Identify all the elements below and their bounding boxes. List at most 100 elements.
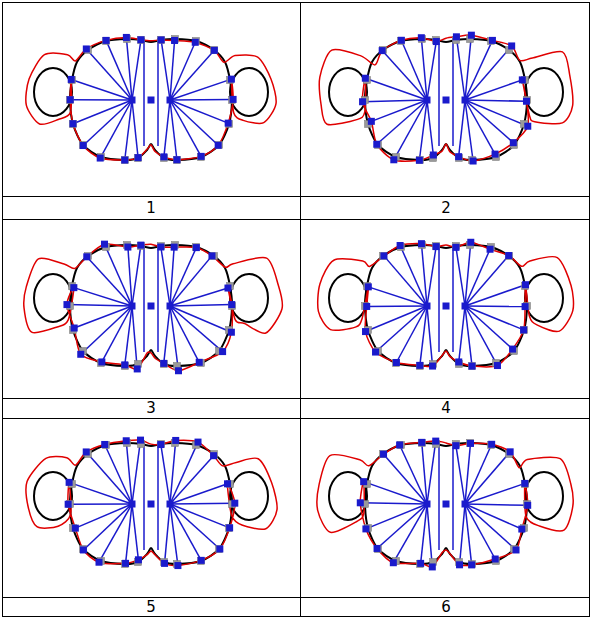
- contour-point: [228, 76, 235, 83]
- radial-line: [74, 288, 132, 306]
- model-point: [226, 121, 233, 128]
- process-ellipse: [34, 68, 72, 116]
- contour-point: [453, 33, 460, 40]
- radial-line: [465, 483, 525, 504]
- contour-point: [157, 243, 164, 250]
- radial-line: [170, 42, 195, 100]
- contour-point: [469, 363, 476, 370]
- radial-line: [465, 306, 472, 366]
- contour-point: [70, 284, 77, 291]
- contour-point: [173, 156, 180, 163]
- contour-point: [510, 139, 517, 146]
- radial-line: [170, 100, 177, 160]
- contour-point: [158, 36, 165, 43]
- radial-line: [170, 504, 178, 566]
- radial-line: [438, 244, 440, 352]
- vertebra-figure: [26, 437, 277, 569]
- radial-line: [164, 100, 170, 157]
- center-point: [167, 97, 174, 104]
- model-point: [158, 441, 165, 448]
- center-point: [462, 303, 469, 310]
- contour-point: [368, 118, 375, 125]
- radial-line: [459, 306, 465, 362]
- radial-line: [364, 482, 427, 504]
- model-point: [103, 38, 110, 45]
- detected-contour: [26, 37, 276, 160]
- table-rule: [3, 398, 590, 399]
- radial-line: [157, 244, 159, 352]
- contour-point: [360, 478, 367, 485]
- radial-line: [71, 79, 132, 100]
- contour-point: [124, 244, 131, 251]
- model-point: [67, 97, 74, 104]
- vertebra-figure: [318, 239, 574, 370]
- contour-point: [429, 363, 436, 370]
- radial-line: [170, 288, 228, 306]
- radial-line: [465, 444, 492, 504]
- radial-line: [465, 100, 528, 126]
- contour-point: [72, 525, 79, 532]
- contour-point: [357, 499, 364, 506]
- contour-point: [80, 142, 87, 149]
- radial-line: [427, 306, 433, 366]
- radial-line: [459, 100, 465, 157]
- contour-point: [418, 34, 425, 41]
- radial-line: [170, 306, 223, 352]
- contour-point: [452, 244, 459, 251]
- center-point: [443, 97, 450, 104]
- contour-point: [520, 326, 527, 333]
- radial-line: [105, 244, 132, 306]
- radial-line: [170, 100, 228, 123]
- model-point: [398, 38, 405, 45]
- detected-contour: [317, 441, 573, 567]
- detected-contour: [318, 242, 574, 367]
- model-point: [380, 47, 387, 54]
- contour-point: [488, 441, 495, 448]
- radial-line: [456, 247, 465, 306]
- radial-line: [377, 100, 427, 144]
- contour-point: [69, 120, 76, 127]
- model-point: [216, 546, 223, 553]
- table-rule: [3, 219, 590, 220]
- radial-line: [143, 442, 145, 550]
- process-ellipse: [230, 472, 268, 520]
- model-point: [506, 253, 513, 260]
- model-point: [419, 440, 426, 447]
- center-point: [443, 501, 450, 508]
- contour-point: [96, 559, 103, 566]
- contour-point: [523, 98, 530, 105]
- contour-point: [193, 244, 200, 251]
- radial-line: [419, 100, 427, 160]
- contour-point: [492, 151, 499, 158]
- contour-point: [101, 241, 108, 248]
- contour-point: [468, 561, 475, 568]
- table-border: [3, 3, 590, 617]
- contour-point: [66, 479, 73, 486]
- contour-point: [196, 359, 203, 366]
- center-point: [462, 97, 469, 104]
- radial-line: [105, 444, 132, 504]
- contour-point: [123, 437, 130, 444]
- model-point: [158, 243, 165, 250]
- contour-point: [225, 120, 232, 127]
- contour-point: [97, 155, 104, 162]
- contour-point: [380, 451, 387, 458]
- radial-line: [427, 247, 436, 306]
- contour-point: [362, 75, 369, 82]
- model-point: [174, 157, 181, 164]
- contour-point: [137, 437, 144, 444]
- radial-line: [452, 244, 454, 352]
- radial-line: [366, 504, 427, 529]
- contour-point: [160, 360, 167, 367]
- model-point: [138, 243, 145, 250]
- contour-point: [192, 39, 199, 46]
- radial-line: [132, 100, 138, 158]
- contour-point: [215, 142, 222, 149]
- contour-point: [432, 438, 439, 445]
- radial-line: [456, 37, 465, 100]
- contour-point: [396, 441, 403, 448]
- contour-point: [219, 348, 226, 355]
- process-ellipse: [329, 274, 367, 322]
- contour-point: [171, 37, 178, 44]
